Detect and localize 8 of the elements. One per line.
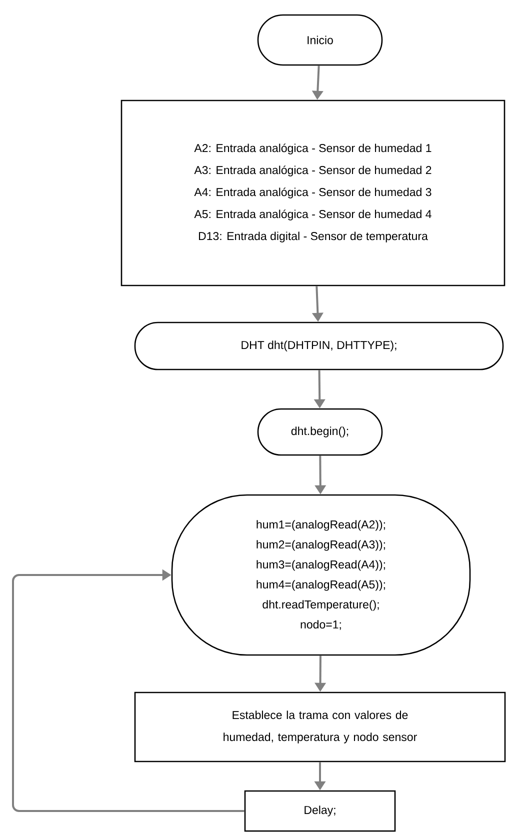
process-box: A2: Entrada analógica - Sensor de humedad 1 A3: Entrada analógica - Sensor de humedad 2 A4: Entrada analógica - Sensor de humedad 3 A5: Entrada analógica - Sensor de humedad 4 D13: Entrada digital - Sensor de temperatura [120, 100, 506, 286]
terminator-box: dht.begin(); [257, 408, 383, 456]
terminator-box: DHT dht(DHTPIN, DHTTYPE); [134, 322, 504, 370]
arrow [12, 569, 244, 812]
terminator-box: Inicio [257, 14, 383, 66]
process-box: Establece la trama con valores de humedad, temperatura y nodo sensor [134, 692, 506, 762]
terminator-box: hum1=(analogRead(A2)); hum2=(analogRead(A3)); hum3=(analogRead(A4)); hum4=(analogRead(A5)); dht.readTemperature(); nodo=1; [171, 494, 471, 656]
process-box: Delay; [244, 790, 396, 832]
